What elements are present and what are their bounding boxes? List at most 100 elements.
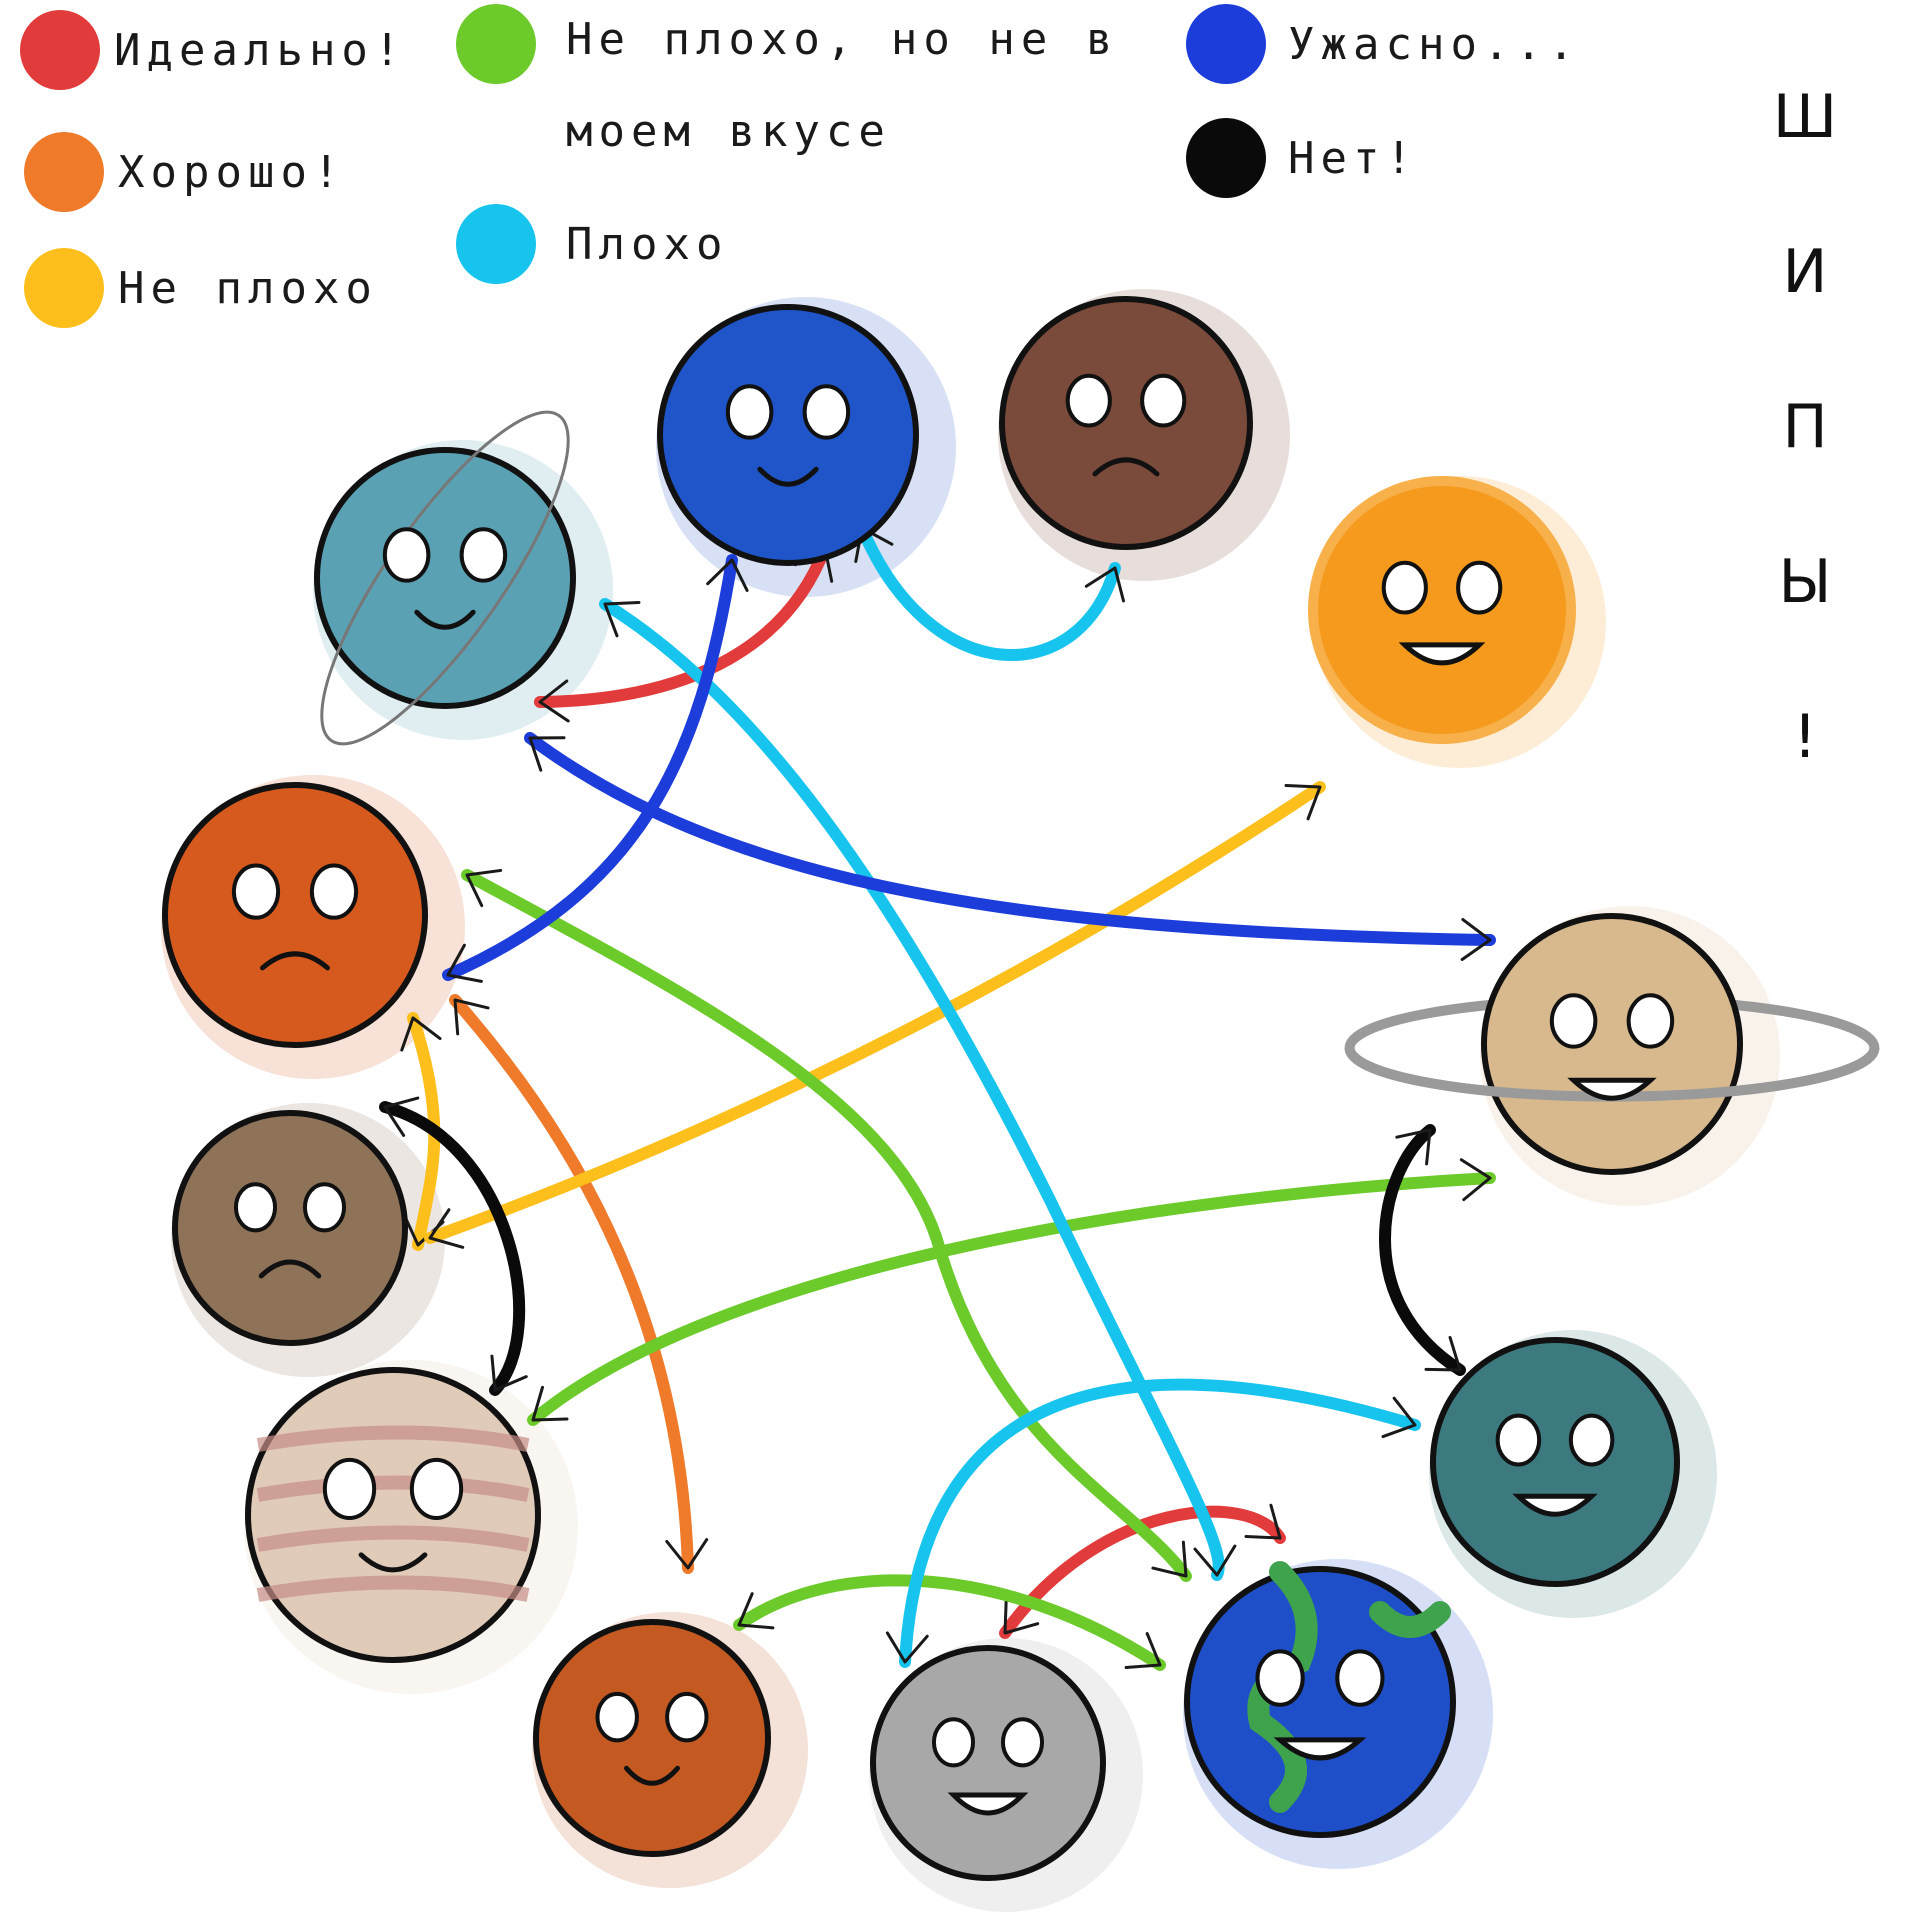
arrowhead-icon xyxy=(706,558,749,592)
title-char: Ш xyxy=(1772,82,1838,152)
eye xyxy=(1549,993,1598,1049)
ship-link-mercury-venus xyxy=(407,1012,441,1251)
arrowhead-icon xyxy=(665,1538,709,1570)
planet-sun xyxy=(1308,476,1576,744)
eye xyxy=(1255,1649,1305,1707)
arrowhead-icon xyxy=(737,1592,775,1630)
arrowhead-icon xyxy=(453,998,490,1036)
eye xyxy=(1065,373,1112,428)
planet-kepler xyxy=(1430,1337,1680,1587)
eye xyxy=(459,527,508,583)
eye xyxy=(1000,1717,1045,1768)
ship-link-mars-earth xyxy=(733,1574,1166,1671)
title-char: И xyxy=(1782,237,1828,307)
arrowhead-icon xyxy=(1193,1544,1237,1577)
planet-neptune xyxy=(657,304,919,566)
planet-uranus xyxy=(314,410,576,746)
arrowhead-icon xyxy=(1084,566,1125,603)
vertical-title: Ш И П Ы ! xyxy=(1770,40,1840,815)
planet-body xyxy=(172,1110,408,1346)
ship-link-jupiter-saturn xyxy=(527,1172,1496,1426)
band xyxy=(256,1575,530,1602)
legend-item-good: Хорошо! xyxy=(24,132,345,212)
planet-body xyxy=(1318,486,1566,734)
eye xyxy=(1568,1413,1615,1467)
mouth xyxy=(757,466,819,487)
title-char: ! xyxy=(1792,702,1818,772)
legend-swatch xyxy=(1186,4,1266,84)
legend-swatch xyxy=(24,248,104,328)
planet-earth xyxy=(1184,1561,1456,1838)
planet-jupiter xyxy=(245,1367,541,1663)
eye xyxy=(1626,993,1675,1049)
eye xyxy=(931,1717,976,1768)
mouth xyxy=(1512,1493,1598,1517)
ship-link-uranus-earth xyxy=(599,598,1225,1581)
eye xyxy=(1140,373,1187,428)
mouth xyxy=(1273,1737,1367,1761)
legend-label: Идеально! xyxy=(114,24,407,76)
eye xyxy=(1335,1649,1385,1707)
planet-moon xyxy=(870,1645,1106,1881)
legend-swatch xyxy=(24,132,104,212)
arrowhead-icon xyxy=(1003,1597,1040,1635)
eye xyxy=(665,1691,709,1743)
mouth xyxy=(1398,642,1486,666)
arrowhead-icon xyxy=(1151,1540,1188,1578)
planet-body xyxy=(245,1367,541,1663)
arrowhead-icon xyxy=(490,1354,528,1392)
mouth xyxy=(1092,457,1160,477)
eye xyxy=(309,863,359,920)
ship-link-mercury-sun xyxy=(424,781,1326,1244)
ship-link-kepler-saturn xyxy=(1379,1124,1466,1376)
eye xyxy=(1456,560,1503,615)
band xyxy=(256,1525,530,1552)
planet-body xyxy=(1430,1337,1680,1587)
planet-pluto xyxy=(999,296,1253,550)
eye xyxy=(1495,1413,1542,1467)
ship-link-moon-kepler xyxy=(899,1378,1421,1668)
ship-link-uranus-saturn xyxy=(524,732,1496,946)
planet-body xyxy=(870,1645,1106,1881)
mouth xyxy=(258,1259,322,1279)
ship-link-venus-mars xyxy=(449,994,694,1574)
legend-label: Нет! xyxy=(1288,132,1418,184)
eye xyxy=(802,384,851,440)
eye xyxy=(302,1182,347,1233)
legend-item-not-my-taste: Не плохо, но не в моем вкусе xyxy=(456,0,1126,178)
mouth xyxy=(414,609,476,630)
legend-item-not-bad: Не плохо xyxy=(24,248,378,328)
eye xyxy=(382,527,431,583)
arrowhead-icon xyxy=(1424,1335,1462,1372)
eye xyxy=(231,863,281,920)
legend-label: Не плохо, но не в моем вкусе xyxy=(566,14,1119,157)
arrowhead-icon xyxy=(1244,1503,1282,1540)
ship-link-earth-moon xyxy=(999,1505,1286,1639)
arrowhead-icon xyxy=(428,1208,465,1249)
planet-mercury xyxy=(172,1110,408,1346)
planet-body xyxy=(314,447,576,709)
arrowhead-icon xyxy=(531,1385,569,1422)
arrowhead-icon xyxy=(1459,1158,1492,1202)
arrowhead-icon xyxy=(465,868,503,908)
ship-link-neptune-uranus xyxy=(534,542,831,708)
band xyxy=(256,1425,530,1452)
title-char: П xyxy=(1782,392,1828,462)
eye xyxy=(725,384,774,440)
planet-body xyxy=(162,782,428,1048)
arrowhead-icon xyxy=(1284,783,1322,821)
arrowhead-icon xyxy=(885,1631,929,1664)
planet-body xyxy=(999,296,1253,550)
arrowhead-icon xyxy=(400,1016,442,1052)
arrowhead-icon xyxy=(1381,1396,1417,1439)
eye xyxy=(409,1457,464,1520)
legend-label: Хорошо! xyxy=(118,146,346,198)
arrowhead-icon xyxy=(1124,1632,1162,1669)
arrowhead-icon xyxy=(446,943,483,983)
ship-link-mercury-jupiter xyxy=(379,1101,526,1396)
legend-item-terrible: Ужасно... xyxy=(1186,4,1580,84)
mouth xyxy=(260,951,330,971)
legend-swatch xyxy=(1186,118,1266,198)
arrowhead-icon xyxy=(538,679,570,723)
legend-item-perfect: Идеально! xyxy=(20,10,406,90)
